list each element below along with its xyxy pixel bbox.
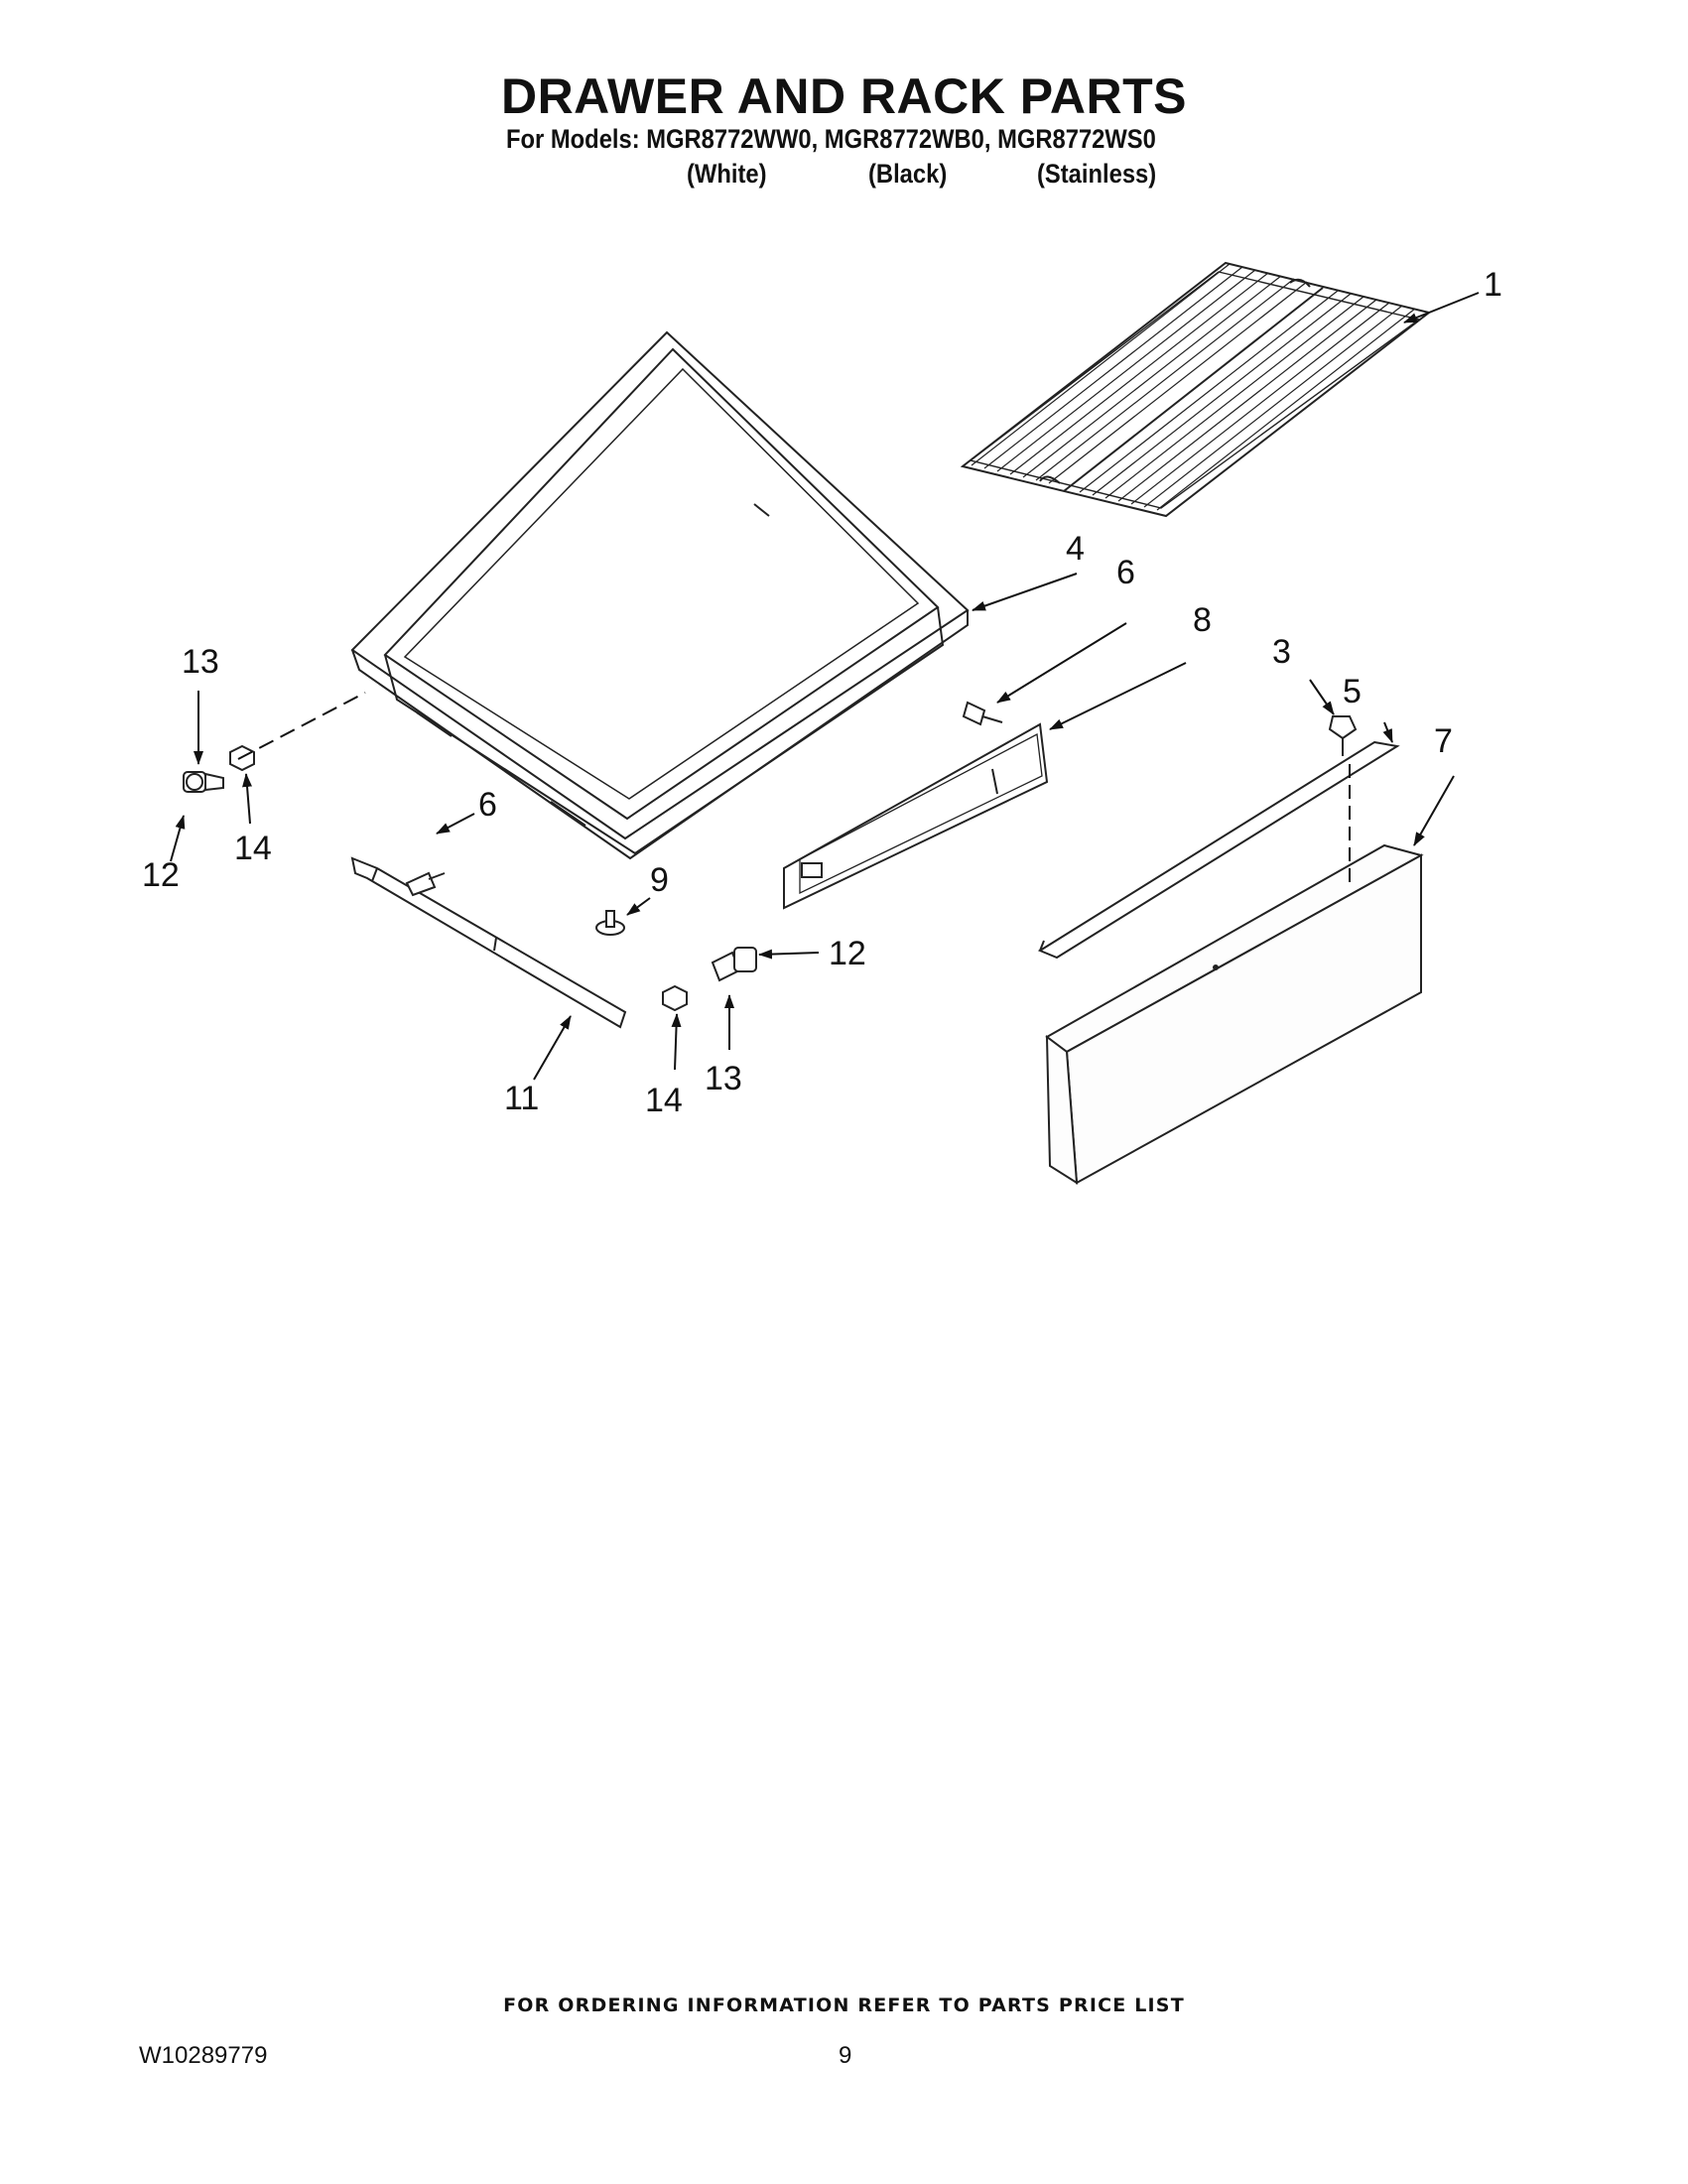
nut-right: [662, 984, 688, 1012]
callout-12-right: 12: [829, 935, 866, 972]
slide-rail-part: [350, 856, 627, 1029]
drawer-bracket-part: [783, 722, 1049, 910]
trim-strip-part: [1037, 740, 1400, 960]
page-number: 9: [839, 2042, 852, 2069]
callout-11: 11: [504, 1080, 539, 1117]
callout-13-right: 13: [705, 1060, 742, 1097]
document-number: W10289779: [139, 2042, 268, 2069]
screw-rail: [405, 871, 446, 897]
page-title: DRAWER AND RACK PARTS: [500, 68, 1188, 124]
color-white-label: (White): [687, 159, 767, 189]
callout-6-rail: 6: [478, 786, 497, 824]
bumper-left: [183, 771, 224, 793]
callout-13-left: 13: [182, 643, 219, 681]
callout-5: 5: [1343, 673, 1362, 710]
drawer-pan-part: [350, 330, 970, 860]
screw-bracket: [962, 701, 1003, 726]
callout-12-left: 12: [142, 856, 180, 894]
oven-rack-part: [960, 261, 1432, 518]
color-stainless-label: (Stainless): [1037, 159, 1157, 189]
hardware-parts: [183, 701, 1358, 1012]
drawer-front-part: [1045, 843, 1424, 1185]
leader-lines: [170, 292, 1480, 1081]
screw-trim: [1328, 715, 1358, 756]
callout-14-right: 14: [645, 1082, 683, 1119]
callout-3: 3: [1272, 633, 1291, 671]
bumper-right: [711, 947, 757, 982]
callout-9: 9: [650, 861, 669, 899]
stud-9: [595, 910, 625, 936]
callout-7: 7: [1434, 722, 1453, 760]
ordering-note: FOR ORDERING INFORMATION REFER TO PARTS …: [503, 1994, 1185, 2016]
callout-6-bracket: 6: [1116, 554, 1135, 591]
callout-4: 4: [1066, 530, 1085, 568]
exploded-parts-diagram: 1 4 6 8 3 5 7 13 12 14 6 9 12 11 14 13: [142, 261, 1502, 1185]
models-line: For Models: MGR8772WW0, MGR8772WB0, MGR8…: [506, 124, 1156, 154]
color-black-label: (Black): [868, 159, 948, 189]
callout-1: 1: [1484, 266, 1502, 304]
callout-8: 8: [1193, 601, 1212, 639]
callout-14-left: 14: [234, 830, 272, 867]
